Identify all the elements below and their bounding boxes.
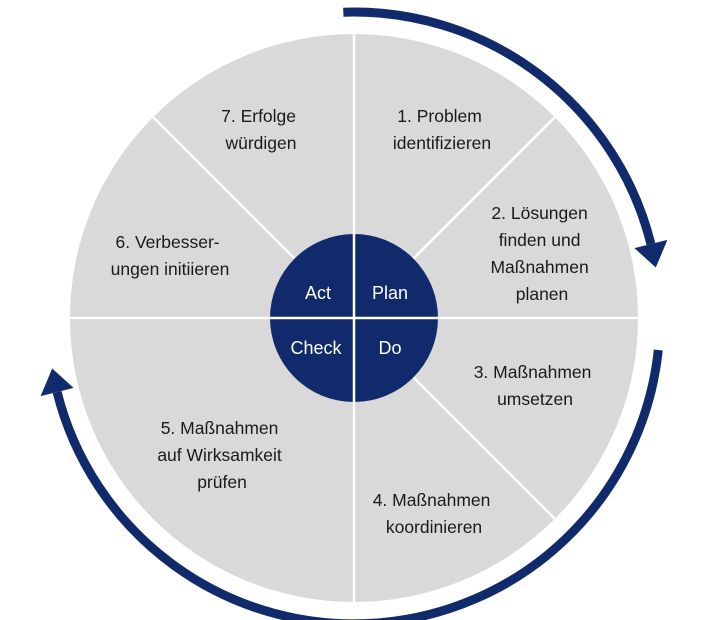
segment-step-5: 5. Maßnahmen auf Wirksamkeit prüfen: [157, 418, 286, 492]
cycle-arrows: [40, 7, 668, 620]
top-right-cycle-arrow-icon: [343, 7, 656, 246]
core-act-label: Act: [305, 283, 331, 303]
core-do-label: Do: [378, 338, 401, 358]
segment-step-7: 7. Erfolge würdigen: [221, 106, 301, 153]
segment-step-2: 2. Lösungen finden und Maßnahmen planen: [490, 203, 593, 304]
pdca-core: Act Plan Check Do: [270, 234, 438, 402]
core-plan-label: Plan: [372, 283, 408, 303]
segment-step-1: 1. Problem identifizieren: [393, 106, 491, 153]
bottom-left-cycle-arrow-icon: [52, 349, 663, 620]
segment-step-4: 4. Maßnahmen koordinieren: [373, 490, 496, 537]
segment-step-3: 3. Maßnahmen umsetzen: [474, 362, 597, 409]
segment-step-6: 6. Verbesser- ungen initiieren: [111, 232, 230, 279]
core-check-label: Check: [290, 338, 342, 358]
bottom-left-arrowhead-icon: [40, 368, 74, 397]
top-right-arrowhead-icon: [634, 239, 668, 268]
segment-labels: 7. Erfolge würdigen 1. Problem identifiz…: [111, 106, 597, 537]
